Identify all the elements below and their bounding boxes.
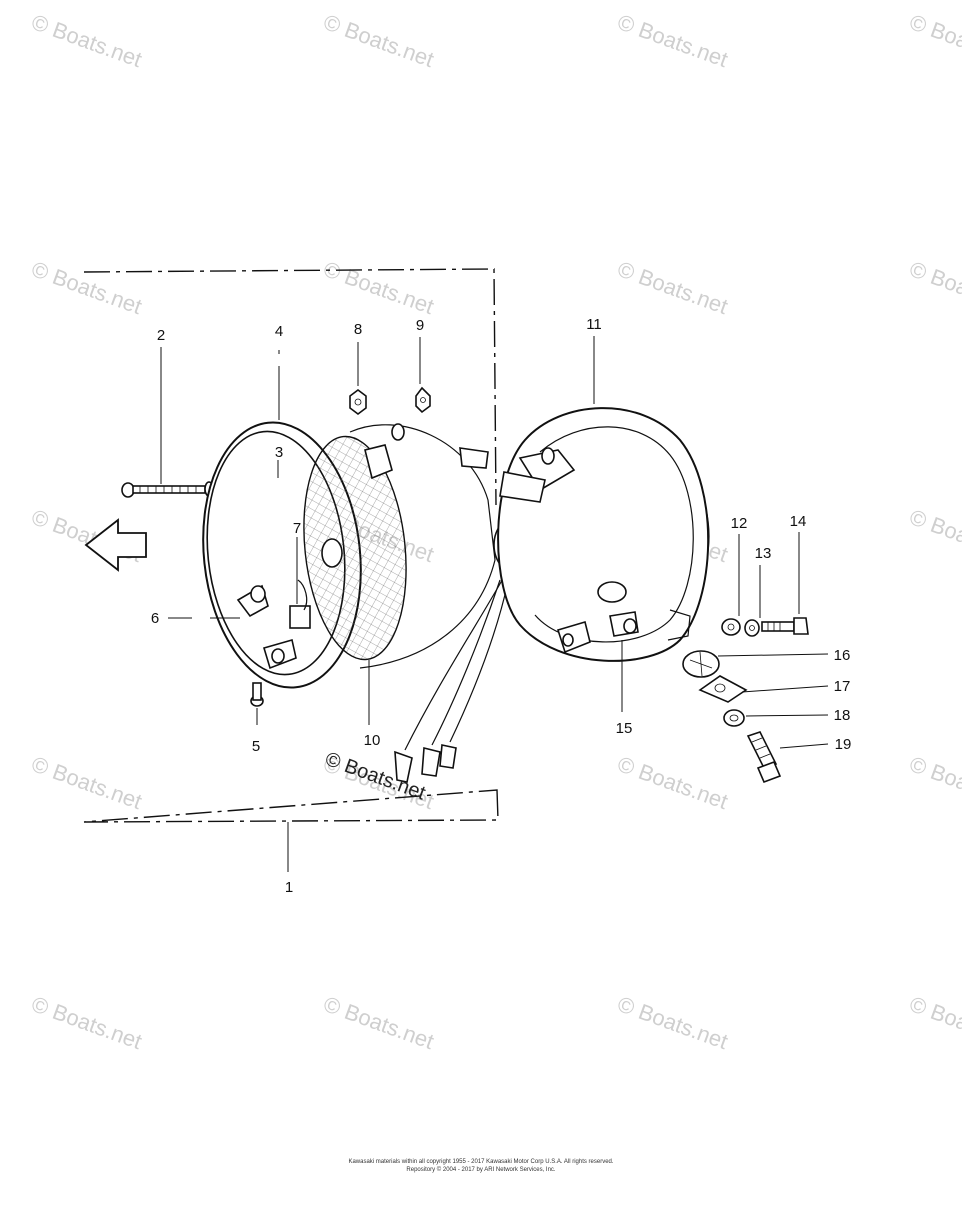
footer-copyright: Kawasaki materials within all copyright …	[348, 1159, 613, 1165]
watermark-tile: © Boats.net	[906, 9, 962, 72]
part-nut-9	[415, 386, 431, 414]
assembly-boundary	[83, 268, 499, 823]
watermark-tile: © Boats.net	[906, 991, 962, 1054]
callout-1: 1	[285, 879, 293, 896]
watermark-tile: © Boats.net	[906, 256, 962, 319]
part-wire-harness	[394, 574, 509, 783]
part-headlight-housing	[497, 407, 710, 662]
footer-repository: Repository © 2004 - 2017 by ARI Network …	[406, 1166, 555, 1173]
callout-14: 14	[790, 513, 807, 530]
callout-12: 12	[731, 515, 748, 532]
callout-7: 7	[293, 520, 301, 537]
callout-10: 10	[364, 732, 381, 749]
callout-16: 16	[834, 647, 851, 664]
watermark-tile: © Boats.net	[614, 9, 731, 72]
watermark-tile: © Boats.net	[28, 256, 145, 319]
part-nut-12	[721, 618, 741, 636]
part-nut-8	[349, 389, 367, 415]
leader-18	[745, 714, 829, 717]
callout-5: 5	[252, 738, 260, 755]
callout-6: 6	[151, 610, 159, 627]
callout-4: 4	[275, 323, 283, 340]
front-direction-arrow-icon	[84, 518, 147, 572]
part-screw-long	[121, 481, 214, 498]
watermark-tile: © Boats.net	[28, 991, 145, 1054]
part-collar-17	[698, 675, 748, 703]
watermark-layer: © Boats.net © Boats.net © Boats.net © Boats…	[28, 9, 962, 1054]
callout-labels: 1 2 3 4 5 6 7 8 9 10 11 12 13 14 15 16 1…	[151, 316, 852, 896]
callout-3: 3	[275, 444, 283, 461]
callout-17: 17	[834, 678, 851, 695]
part-washer-13	[744, 619, 760, 637]
callout-11: 11	[586, 316, 602, 333]
callout-18: 18	[834, 707, 851, 724]
watermark-tile: © Boats.net	[614, 991, 731, 1054]
leader-17	[741, 685, 829, 693]
part-bolt-19	[746, 731, 782, 784]
callout-8: 8	[354, 321, 362, 338]
watermark-tile: © Boats.net	[320, 9, 437, 72]
callout-13: 13	[755, 545, 772, 562]
watermark-tile: © Boats.net	[906, 751, 962, 814]
watermark-tile: © Boats.net	[320, 256, 437, 319]
watermark-tile: © Boats.net	[28, 751, 145, 814]
part-washer-18	[723, 709, 745, 727]
part-damper-16	[682, 650, 720, 678]
watermark-tile: © Boats.net	[614, 256, 731, 319]
watermark-tile: © Boats.net	[320, 991, 437, 1054]
callout-19: 19	[835, 736, 852, 753]
watermark-tile: © Boats.net	[906, 504, 962, 567]
leader-lines	[160, 336, 829, 872]
callout-15: 15	[616, 720, 633, 737]
part-bolt-14	[761, 617, 809, 635]
watermark-tile: © Boats.net	[614, 751, 731, 814]
leader-16	[717, 653, 829, 657]
part-screw-small	[250, 682, 264, 707]
part-adjuster-bracket	[236, 538, 343, 670]
callout-9: 9	[416, 317, 424, 334]
callout-2: 2	[157, 327, 165, 344]
watermark-tile: © Boats.net	[28, 9, 145, 72]
leader-19	[779, 743, 829, 749]
